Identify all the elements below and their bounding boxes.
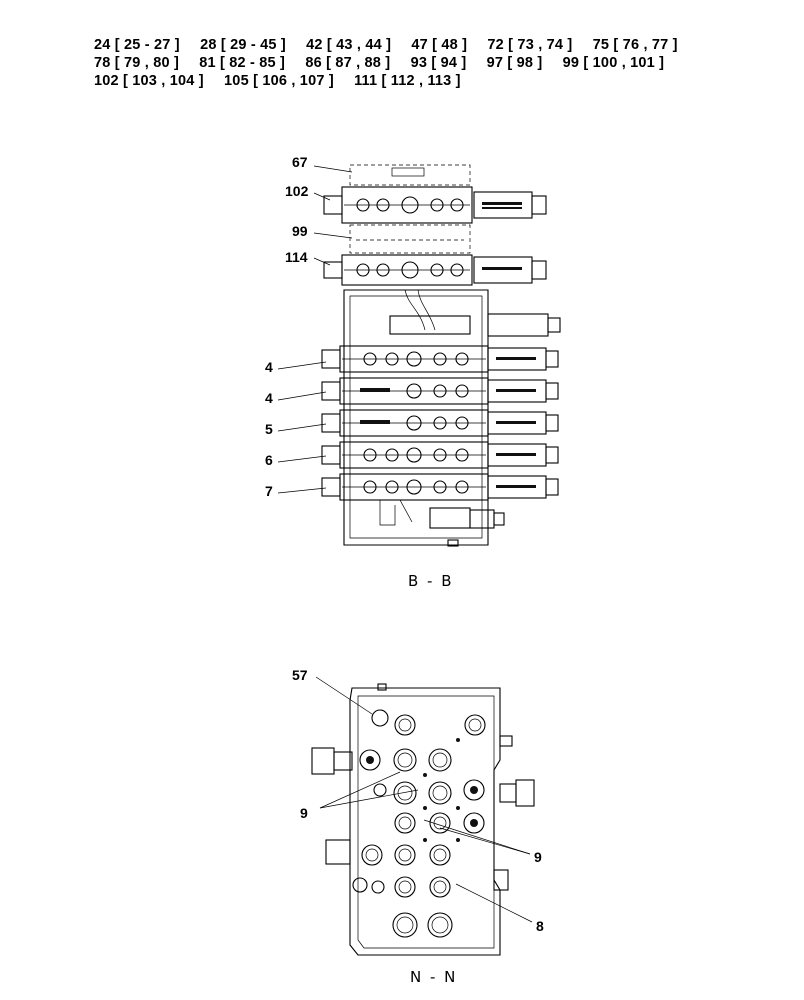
port-grid — [352, 709, 486, 938]
part-ref: 47 [ 48 ] — [411, 37, 468, 53]
callout-8: 8 — [536, 918, 544, 934]
section-bb-view: 67 102 99 114 4 4 5 6 7 B - B — [265, 154, 561, 590]
part-reference-row-1: 24 [ 25 - 27 ] 28 [ 29 - 45 ] 42 [ 43 , … — [94, 36, 794, 54]
part-reference-row-2: 78 [ 79 , 80 ] 81 [ 82 - 85 ] 86 [ 87 , … — [94, 54, 794, 72]
spool-row-5 — [321, 409, 559, 437]
part-reference-row-3: 102 [ 103 , 104 ] 105 [ 106 , 107 ] 111 … — [94, 72, 794, 90]
middle-dashed-block — [349, 224, 471, 254]
section-label-bb: B - B — [408, 572, 454, 590]
part-ref: 99 [ 100 , 101 ] — [562, 55, 665, 71]
callout-102: 102 — [285, 183, 309, 199]
part-ref: 111 [ 112 , 113 ] — [354, 73, 461, 89]
part-ref: 78 [ 79 , 80 ] — [94, 55, 180, 71]
part-ref: 93 [ 94 ] — [410, 55, 467, 71]
section-nn-view: 57 9 9 8 N - N — [292, 667, 544, 986]
callout-7: 7 — [265, 483, 273, 499]
callout-99: 99 — [292, 223, 308, 239]
callout-114: 114 — [285, 249, 308, 265]
part-ref: 75 [ 76 , 77 ] — [592, 37, 678, 53]
section-label-nn: N - N — [410, 968, 457, 986]
part-ref: 28 [ 29 - 45 ] — [200, 37, 286, 53]
main-valve-body — [343, 289, 489, 546]
part-ref: 86 [ 87 , 88 ] — [305, 55, 391, 71]
spool-row-7 — [321, 473, 559, 501]
callout-9-right: 9 — [534, 849, 542, 865]
part-ref: 24 [ 25 - 27 ] — [94, 37, 180, 53]
spool-row-102 — [323, 186, 547, 224]
callout-6: 6 — [265, 452, 273, 468]
callout-57: 57 — [292, 667, 308, 683]
part-reference-list: 24 [ 25 - 27 ] 28 [ 29 - 45 ] 42 [ 43 , … — [94, 36, 794, 90]
upper-dashed-block — [349, 164, 471, 186]
spool-row-4a — [321, 345, 559, 373]
callout-67: 67 — [292, 154, 308, 170]
callout-5: 5 — [265, 421, 273, 437]
part-ref: 72 [ 73 , 74 ] — [487, 37, 573, 53]
callout-9-left: 9 — [300, 805, 308, 821]
part-ref: 102 [ 103 , 104 ] — [94, 73, 204, 89]
spool-row-6 — [321, 441, 559, 469]
callout-4a: 4 — [265, 359, 273, 375]
callout-4b: 4 — [265, 390, 273, 406]
part-ref: 81 [ 82 - 85 ] — [199, 55, 286, 71]
upper-block-slot — [391, 167, 425, 177]
spool-row-114 — [323, 254, 547, 286]
part-ref: 42 [ 43 , 44 ] — [306, 37, 392, 53]
part-ref: 105 [ 106 , 107 ] — [224, 73, 334, 89]
spool-row-4b — [321, 377, 559, 405]
part-ref: 97 [ 98 ] — [486, 55, 543, 71]
